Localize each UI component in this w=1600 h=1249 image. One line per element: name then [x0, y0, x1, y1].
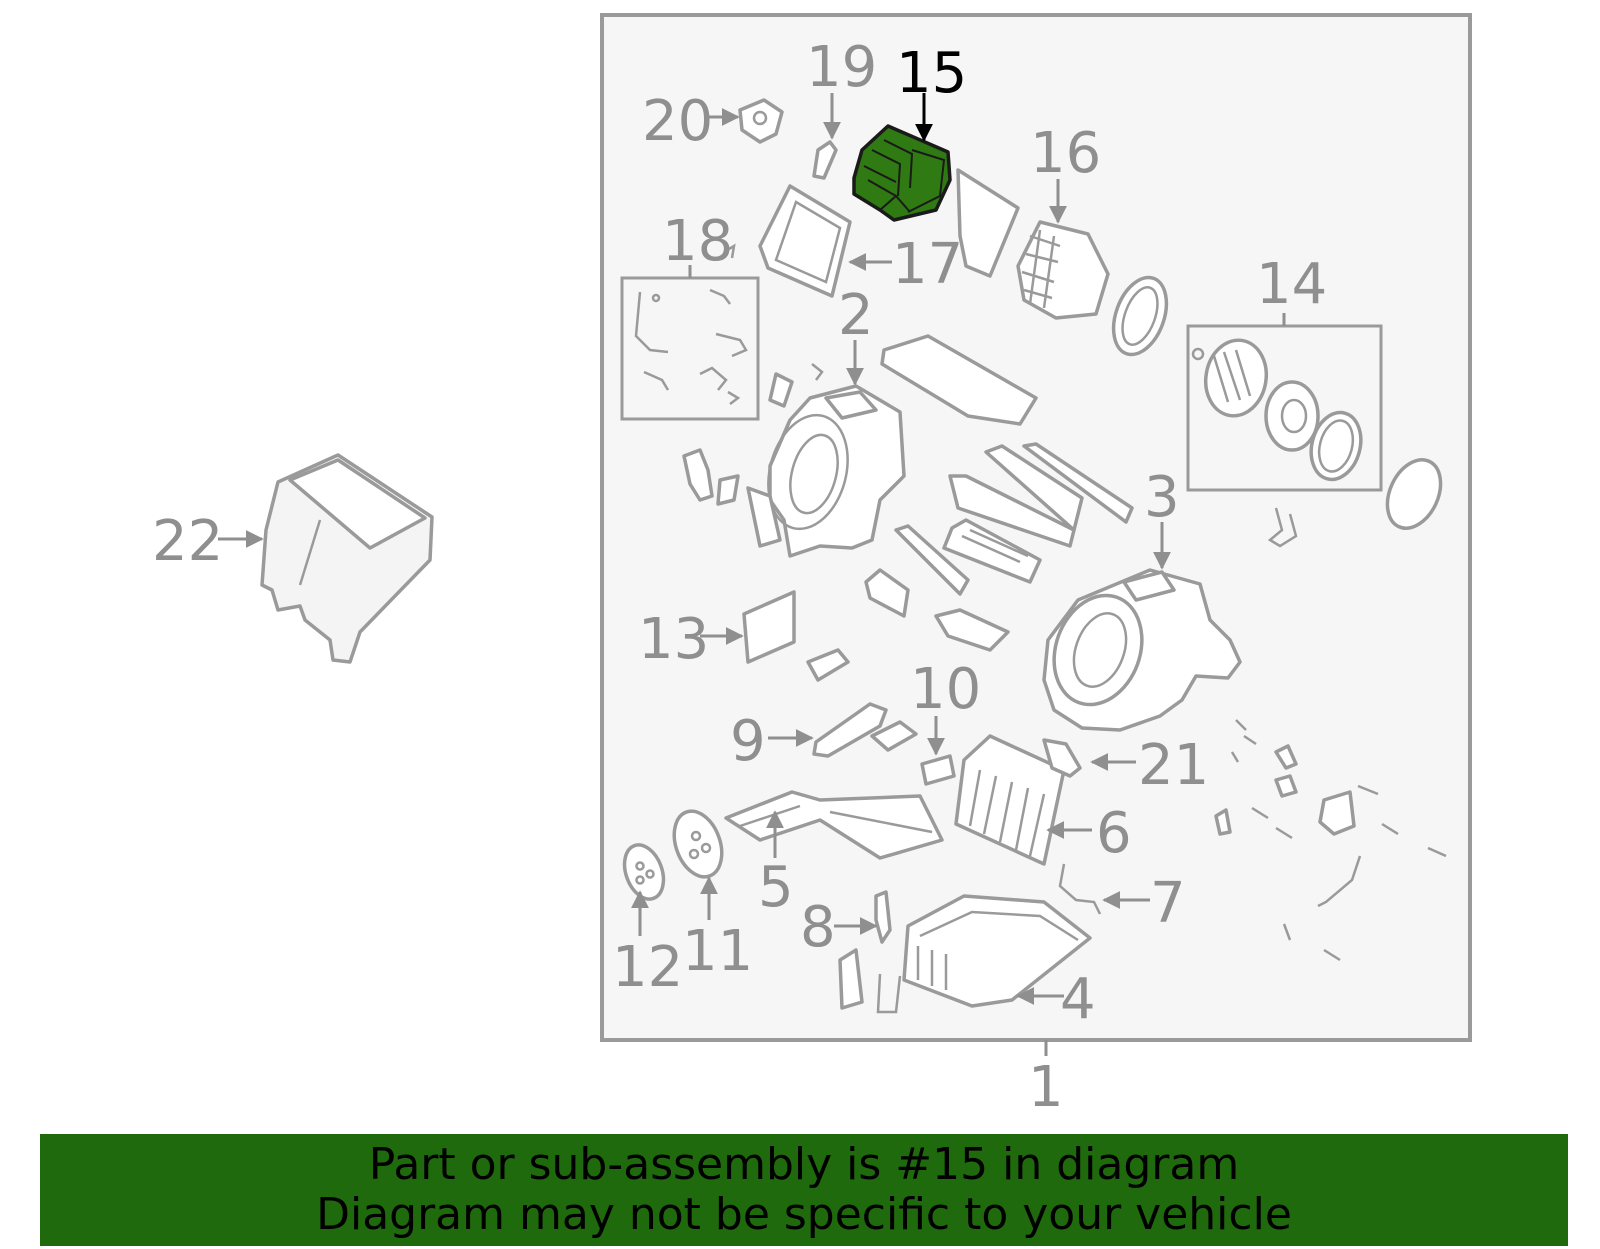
callout-19: 19 — [806, 35, 877, 100]
callout-18: 18 — [662, 209, 733, 274]
part-20 — [738, 98, 784, 144]
part-small-box — [870, 720, 918, 752]
part-12-plate — [622, 843, 666, 901]
callout-7: 7 — [1150, 871, 1186, 936]
part-22-duct — [260, 453, 434, 664]
part-11-plate — [672, 809, 724, 879]
part-clip — [806, 648, 850, 682]
callout-4: 4 — [1060, 967, 1096, 1032]
part-4-lower-case — [902, 894, 1092, 1008]
callout-2: 2 — [838, 283, 874, 348]
callout-10: 10 — [910, 657, 981, 722]
part-21 — [1042, 738, 1082, 778]
part-5-pipes — [724, 790, 944, 860]
part-13 — [742, 590, 796, 664]
callout-21: 21 — [1138, 733, 1209, 798]
part-bracket-low — [838, 948, 864, 1010]
part-8 — [874, 890, 892, 944]
part-2-case — [682, 363, 906, 558]
part-14-blower-motor — [1191, 338, 1363, 482]
part-18-kit — [634, 243, 748, 405]
callout-6: 6 — [1096, 801, 1132, 866]
part-19 — [812, 140, 838, 180]
part-17-filter-door — [758, 184, 852, 298]
callout-16: 16 — [1030, 121, 1101, 186]
part-3-blower-case — [1042, 568, 1242, 732]
callout-20: 20 — [642, 89, 713, 154]
callout-8: 8 — [800, 895, 836, 960]
callout-22: 22 — [152, 509, 223, 574]
part-hardware — [1214, 719, 1447, 962]
part-bracket — [1267, 507, 1298, 548]
part-6-heater-core — [954, 734, 1066, 866]
callout-9: 9 — [730, 709, 766, 774]
callout-11: 11 — [682, 919, 753, 984]
callout-3: 3 — [1144, 465, 1180, 530]
callout-12: 12 — [612, 935, 683, 1000]
callout-1: 1 — [1028, 1055, 1064, 1120]
part-10 — [920, 754, 956, 786]
part-ring — [1385, 458, 1443, 530]
info-banner: Part or sub-assembly is #15 in diagram D… — [40, 1134, 1568, 1246]
callout-13: 13 — [638, 607, 709, 672]
banner-line-2: Diagram may not be specific to your vehi… — [316, 1189, 1292, 1240]
callout-15-highlighted: 15 — [896, 41, 967, 106]
banner-line-1: Part or sub-assembly is #15 in diagram — [368, 1139, 1240, 1190]
callout-17: 17 — [892, 232, 963, 297]
part-filter-plate — [880, 334, 1038, 426]
part-15-highlighted — [852, 124, 952, 222]
callout-5: 5 — [758, 855, 794, 920]
part-16-intake — [956, 168, 1169, 357]
callout-14: 14 — [1256, 252, 1327, 317]
part-clip-low — [876, 973, 902, 1014]
part-9 — [812, 702, 888, 758]
part-7 — [1058, 863, 1102, 915]
part-doors — [864, 442, 1134, 652]
